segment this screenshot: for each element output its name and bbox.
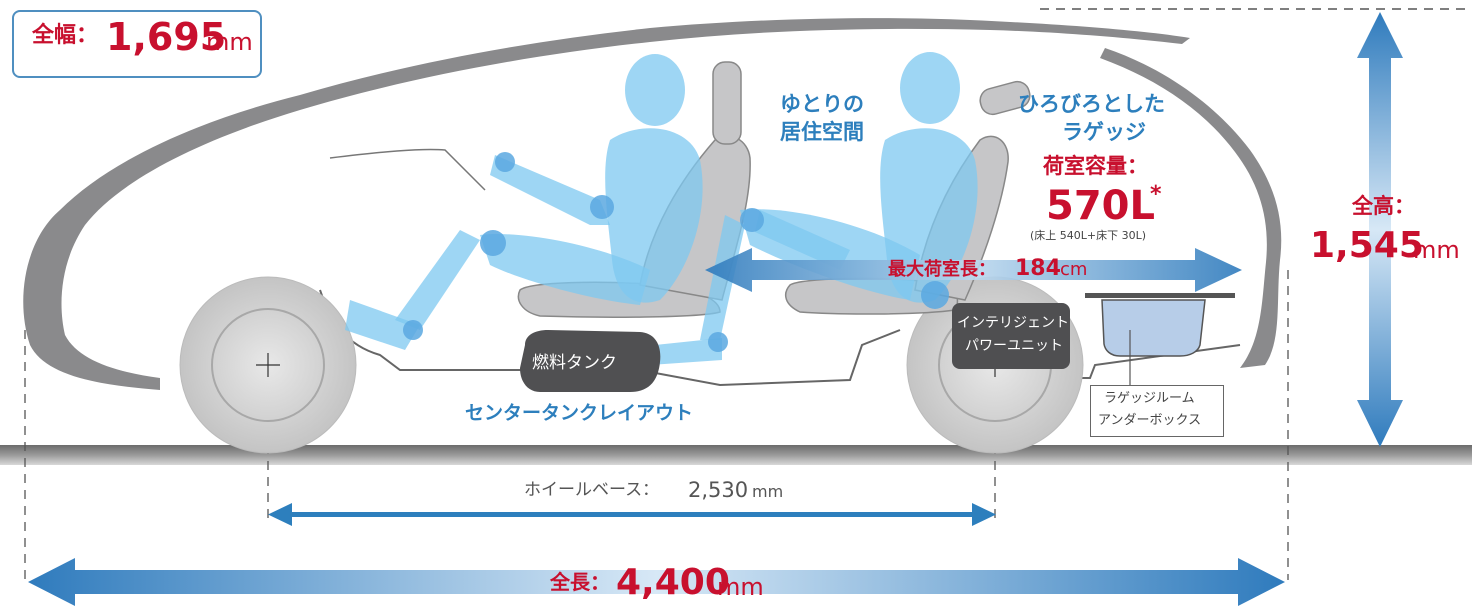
wheelbase-label: ホイールベース： — [524, 480, 660, 500]
car-rear-outline — [1100, 48, 1282, 368]
max-cargo-length-unit: cm — [1060, 259, 1088, 280]
power-unit-line2: パワーユニット — [965, 338, 1063, 354]
luggage-line1: ひろびろとした — [1018, 92, 1165, 116]
max-cargo-length-label: 最大荷室長： — [888, 259, 996, 280]
overall-height-value: 1,545 — [1310, 225, 1424, 266]
driver-joints — [403, 152, 614, 340]
passenger-joints — [708, 208, 949, 352]
power-unit-line1: インテリジェント — [957, 315, 1069, 331]
under-box-line2: アンダーボックス — [1098, 413, 1202, 428]
overall-length-unit: mm — [717, 573, 764, 601]
power-unit-box — [952, 303, 1070, 369]
under-box-label-box — [1090, 385, 1224, 437]
fuel-tank — [520, 330, 661, 392]
cargo-capacity-mark: * — [1150, 182, 1162, 207]
max-cargo-length-arrow — [705, 248, 1242, 292]
cabin-space-line1: ゆとりの — [780, 92, 864, 116]
overall-width-label: 全幅： — [32, 23, 99, 48]
fuel-tank-label: 燃料タンク — [532, 353, 617, 373]
overall-width-box — [12, 10, 262, 78]
overall-width-unit: mm — [206, 28, 253, 56]
ground-line — [0, 445, 1472, 465]
overall-length-arrow — [28, 558, 1285, 606]
wheelbase-value: 2,530 — [688, 478, 749, 502]
overall-height-arrow — [1357, 12, 1403, 447]
wheelbase-arrow — [268, 503, 996, 526]
front-wheel — [179, 276, 357, 454]
overall-height-unit: mm — [1413, 236, 1460, 264]
cargo-capacity-value: 570L — [1046, 183, 1155, 229]
max-cargo-length-value: 184 — [1015, 256, 1061, 281]
center-tank-layout-label: センタータンクレイアウト — [465, 402, 694, 424]
luggage-line2: ラゲッジ — [1062, 120, 1146, 144]
luggage-under-box — [1101, 299, 1206, 357]
wheelbase-unit: mm — [752, 482, 784, 501]
cargo-capacity-note: (床上 540L+床下 30L) — [1030, 229, 1147, 242]
under-box-line1: ラゲッジルーム — [1104, 391, 1195, 406]
overall-width-value: 1,695 — [106, 15, 227, 59]
overall-height-label: 全高： — [1352, 194, 1415, 218]
dashboard-line — [329, 148, 486, 191]
driver-figure — [345, 54, 703, 350]
cargo-capacity-label: 荷室容量： — [1043, 154, 1148, 178]
cabin-space-line2: 居住空間 — [780, 120, 864, 144]
overall-length-value: 4,400 — [616, 562, 730, 603]
luggage-floor-board — [1085, 293, 1235, 298]
overall-length-label: 全長： — [550, 570, 610, 594]
